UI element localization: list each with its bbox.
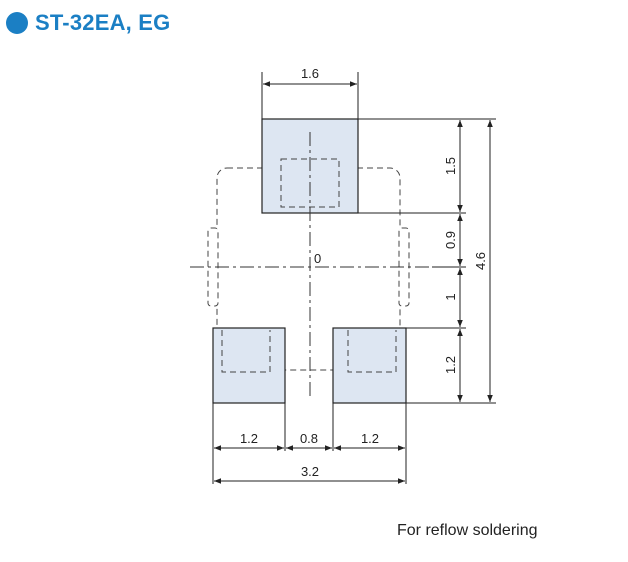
gap-width-label: 0.8 [300, 431, 318, 446]
bottom-right-lead-outline [347, 330, 397, 373]
bottom-left-lead-outline [221, 330, 271, 373]
right-pad-width-label: 1.2 [361, 431, 379, 446]
upper-gap-label: 0.9 [443, 231, 458, 249]
total-width-label: 3.2 [301, 464, 319, 479]
title-bullet-icon [6, 12, 28, 34]
left-pad-width-label: 1.2 [240, 431, 258, 446]
bottom-right-pad [332, 327, 407, 404]
origin-label: 0 [314, 251, 321, 266]
top-pad-width-label: 1.6 [301, 66, 319, 81]
top-pad-height-label: 1.5 [443, 157, 458, 175]
total-height-label: 4.6 [473, 252, 488, 270]
reflow-note: For reflow soldering [397, 522, 538, 539]
bottom-pad-height-label: 1.2 [443, 356, 458, 374]
lower-gap-label: 1 [443, 293, 458, 300]
bottom-left-pad [212, 327, 286, 404]
header: ST-32EA, EG [6, 10, 170, 36]
page-title: ST-32EA, EG [35, 10, 171, 35]
